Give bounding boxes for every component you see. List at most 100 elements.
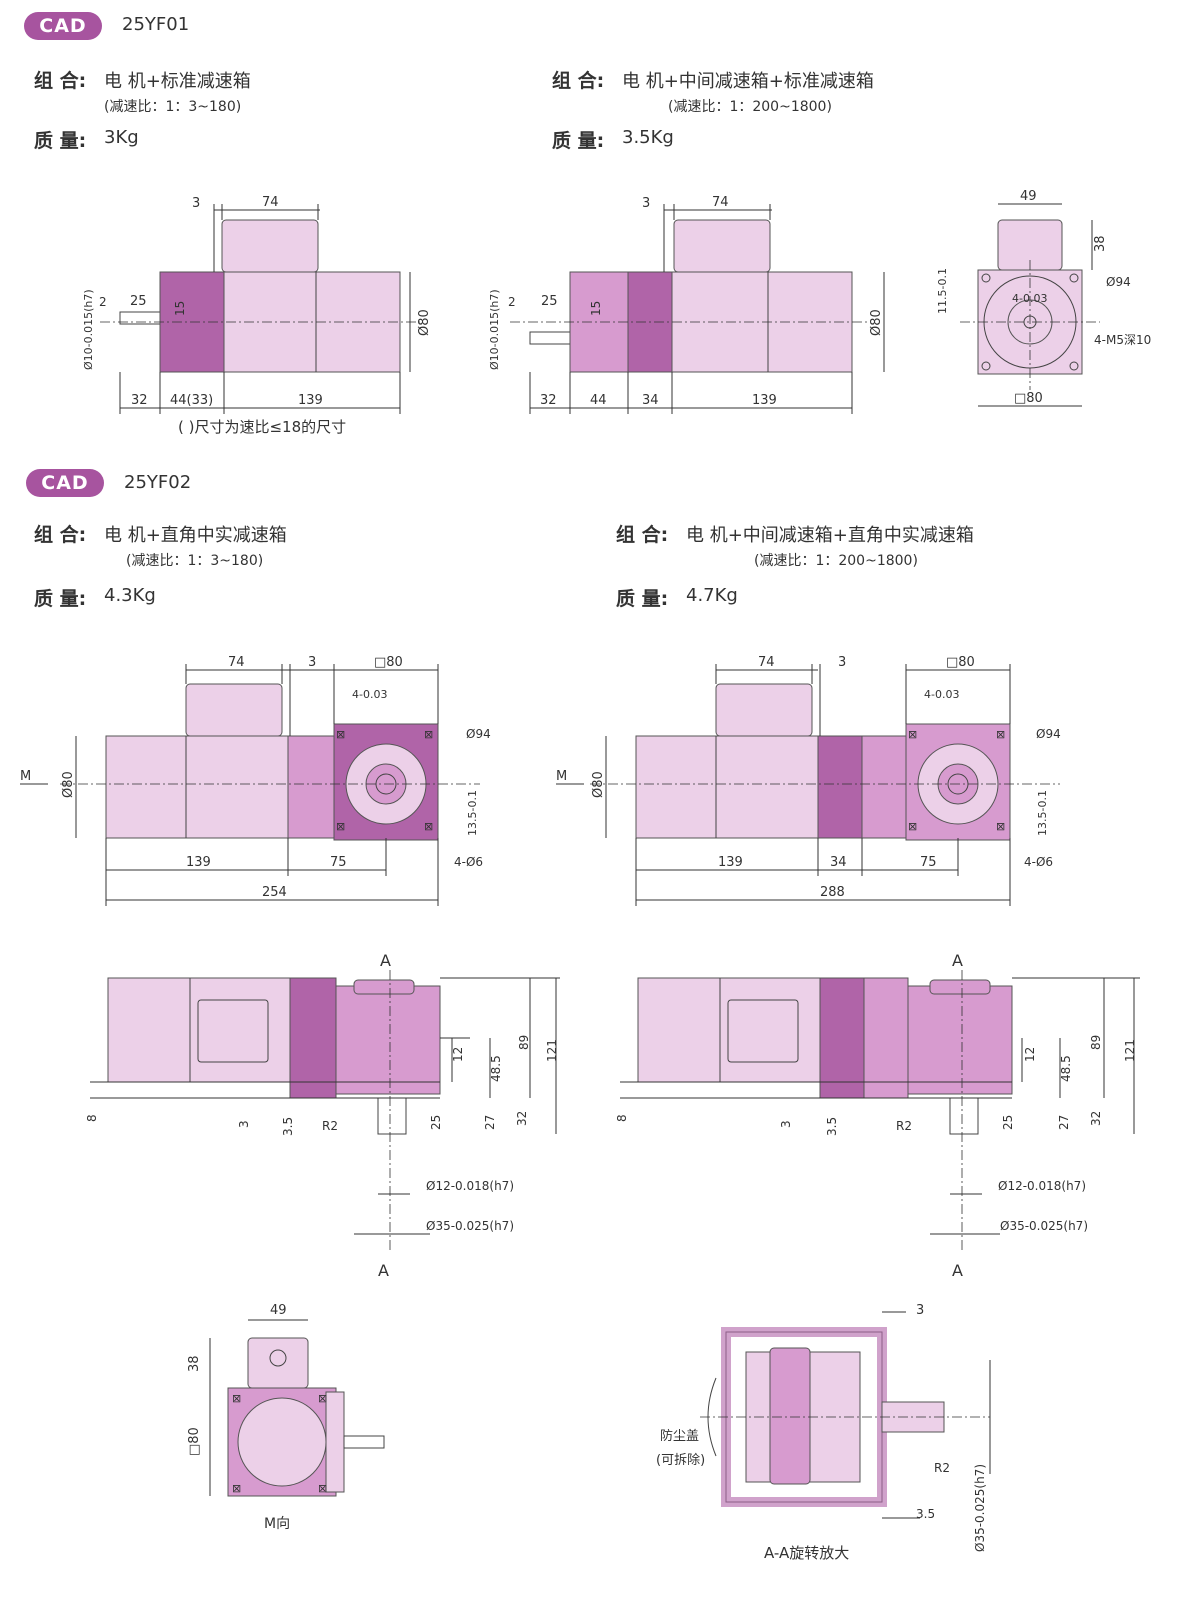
cad-badge: CAD [24, 12, 102, 40]
dim-3: 3 [308, 655, 316, 670]
section-view-aa: 3 防尘盖 (可拆除) R2 3.5 Ø35-0.025(h7) A-A旋转放大 [656, 1303, 991, 1562]
dim-89: 89 [517, 1035, 531, 1050]
dim-49: 49 [1020, 189, 1037, 204]
dim-25: 25 [429, 1115, 443, 1130]
terminal-box [715, 683, 813, 737]
dim-74: 74 [712, 195, 729, 210]
svg-text:⊠: ⊠ [336, 820, 345, 833]
gearbox-body [335, 985, 441, 1095]
dim-32: 32 [1089, 1111, 1103, 1126]
output-shaft [377, 1097, 407, 1135]
motor-body [635, 735, 819, 839]
dim-d94: Ø94 [1106, 275, 1131, 289]
dim-8: 8 [85, 1114, 99, 1122]
dim-74: 74 [228, 655, 245, 670]
label-a: A [952, 1261, 963, 1280]
dim-3: 3 [237, 1120, 251, 1128]
dim-135: 13.5-0.1 [466, 790, 479, 836]
dim-32: 32 [131, 393, 148, 408]
label-a: A [952, 951, 963, 970]
drawing-25yf02-right-top: ⊠⊠⊠⊠ 74 3 □80 4-0.03 Ø94 M Ø80 13.5-0.1 … [556, 655, 1061, 906]
dim-32: 32 [540, 393, 557, 408]
mass-value: 4.7Kg [686, 585, 738, 606]
drawing-25yf02-left-side: A A 12 48.5 89 121 8 3 3.5 R2 25 27 32 Ø… [85, 951, 560, 1280]
dim-38: 38 [187, 1355, 202, 1372]
dim-2: 2 [99, 295, 107, 309]
dim-12: 12 [1023, 1047, 1037, 1062]
dim-3: 3 [838, 655, 846, 670]
dim-3: 3 [642, 196, 650, 211]
dust-cover-note: (可拆除) [656, 1453, 705, 1468]
dim-holes: 4-M5深10 [1094, 333, 1151, 347]
dim-139: 139 [752, 393, 777, 408]
terminal-box [185, 683, 283, 737]
combo-value: 电 机+直角中实减速箱 [104, 525, 287, 546]
output-shaft [529, 331, 571, 345]
mass-label: 质 量: [552, 130, 605, 152]
dim-27: 27 [1057, 1115, 1071, 1130]
dim-32: 32 [515, 1111, 529, 1126]
dim-3: 3 [192, 196, 200, 211]
dim-74: 74 [758, 655, 775, 670]
bottom-views: ⊠⊠⊠⊠ 49 38 □80 M向 3 防尘盖 (可拆除) R2 3.5 Ø35… [187, 1303, 991, 1562]
mass-value: 4.3Kg [104, 585, 156, 606]
dim-holes: 4-Ø6 [454, 855, 483, 869]
ratio-text: (减速比：1：3~180) [126, 553, 264, 569]
drawing-25yf02-right-side: A A 12 48.5 89 121 8 3 3.5 R2 25 27 32 Ø… [615, 951, 1140, 1280]
label-a: A [378, 1261, 389, 1280]
combo-label: 组 合: [616, 524, 669, 546]
motor-body [107, 977, 291, 1083]
dim-shaft12: Ø12-0.018(h7) [998, 1179, 1086, 1193]
section2-top-views: ⊠⊠⊠⊠ 74 3 □80 4-0.03 Ø94 M Ø80 13.5-0.1 … [20, 655, 1061, 906]
dim-121: 121 [1123, 1039, 1137, 1062]
model-number: 25YF02 [124, 472, 192, 493]
output-shaft [881, 1401, 945, 1433]
intermediate-gearbox [819, 977, 865, 1099]
dim-288: 288 [820, 885, 845, 900]
combo-label: 组 合: [34, 524, 87, 546]
dim-holes: 4-Ø6 [1024, 855, 1053, 869]
gearbox-neck [863, 977, 909, 1099]
svg-text:⊠: ⊠ [996, 728, 1005, 741]
combo-value: 电 机+中间减速箱+标准减速箱 [622, 71, 874, 92]
gearbox-body [907, 985, 1013, 1095]
terminal-box [673, 219, 771, 273]
motor-body [637, 977, 821, 1083]
gearbox-neck [861, 735, 909, 839]
combo-label: 组 合: [34, 70, 87, 92]
section2-side-views: A A 12 48.5 89 121 8 3 3.5 R2 25 27 32 Ø… [85, 951, 1140, 1280]
dim-89: 89 [1089, 1035, 1103, 1050]
dim-139: 139 [718, 855, 743, 870]
dim-shaft35: Ø35-0.025(h7) [426, 1219, 514, 1233]
note-text: ( )尺寸为速比≤18的尺寸 [178, 418, 346, 436]
dim-49: 49 [270, 1303, 287, 1318]
svg-text:⊠: ⊠ [908, 728, 917, 741]
drawing-25yf01-middle: 3 74 Ø10-0.015(h7) 2 25 15 Ø80 32 44 34 … [488, 195, 885, 414]
drawing-25yf01-left: 3 74 Ø10-0.015(h7) 2 25 15 Ø80 32 44(33)… [82, 195, 432, 436]
mass-label: 质 量: [34, 130, 87, 152]
dim-key: 4-0.03 [1012, 292, 1047, 305]
dim-25: 25 [130, 294, 147, 309]
drawing-25yf02-left-top: ⊠⊠⊠⊠ 74 3 □80 4-0.03 Ø94 M Ø80 13.5-0.1 … [20, 655, 491, 906]
dim-3: 3 [779, 1120, 793, 1128]
end-view: 49 38 Ø94 4-0.03 11.5-0.1 4-M5深10 □80 [936, 189, 1151, 407]
dim-75: 75 [330, 855, 347, 870]
output-shaft [949, 1097, 979, 1135]
dim-12: 12 [451, 1047, 465, 1062]
label-m: M [556, 769, 567, 784]
dim-27: 27 [483, 1115, 497, 1130]
motor-body [105, 735, 289, 839]
dim-r2: R2 [934, 1461, 950, 1475]
dim-38: 38 [1093, 235, 1108, 252]
dim-shaft35: Ø35-0.025(h7) [973, 1464, 987, 1552]
svg-text:⊠: ⊠ [232, 1482, 241, 1495]
intermediate-gearbox [817, 735, 863, 839]
dim-35: 3.5 [916, 1507, 935, 1521]
dim-139: 139 [186, 855, 211, 870]
dim-sq80: □80 [1014, 391, 1043, 406]
mass-value: 3Kg [104, 127, 139, 148]
dim-sq80: □80 [946, 655, 975, 670]
combo-value: 电 机+中间减速箱+直角中实减速箱 [686, 525, 974, 546]
m-view-label: M向 [264, 1516, 290, 1532]
dim-shaft35: Ø35-0.025(h7) [1000, 1219, 1088, 1233]
